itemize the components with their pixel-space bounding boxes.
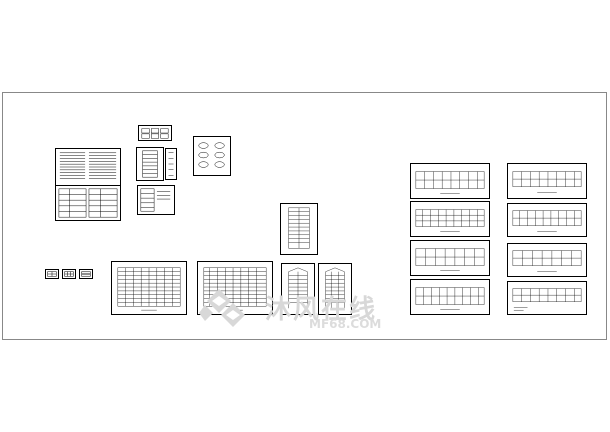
front-elevation-sheet[interactable]	[111, 261, 187, 315]
floor-plan-drawing	[415, 171, 485, 194]
detail-sheet-small-2[interactable]	[165, 148, 177, 180]
small-elevation	[142, 150, 158, 178]
design-notes-sheet-2[interactable]	[55, 185, 121, 221]
floor-plan-sheet-5[interactable]	[507, 163, 587, 199]
key-plan-1[interactable]	[45, 269, 59, 279]
schedule-sheet[interactable]	[137, 185, 175, 215]
detail-sheet-medium[interactable]	[193, 136, 231, 176]
key-plan-2[interactable]	[62, 269, 76, 279]
schedule-table	[140, 188, 171, 212]
floor-plan-sheet-1[interactable]	[410, 163, 490, 199]
elevation-sheet-small[interactable]	[136, 147, 164, 181]
key-plan-pattern	[64, 271, 74, 277]
front-elevation-drawing	[117, 267, 181, 311]
floor-plan-drawing	[512, 250, 582, 272]
floor-plan-drawing	[512, 210, 582, 232]
floor-plan-sheet-3[interactable]	[410, 240, 490, 276]
key-plan-3[interactable]	[79, 269, 93, 279]
floor-plan-sheet-4[interactable]	[410, 279, 490, 315]
rear-elevation-drawing	[203, 267, 267, 311]
detail-sheet-small-1[interactable]	[138, 125, 172, 141]
floor-plan-sheet-2[interactable]	[410, 201, 490, 237]
key-plan-pattern	[81, 271, 91, 277]
notes-lines	[59, 152, 117, 179]
floor-plan-sheet-7[interactable]	[507, 243, 587, 277]
side-elevation-drawing	[288, 267, 308, 309]
detail-column	[168, 152, 174, 176]
detail-grid	[141, 128, 169, 139]
floor-plan-drawing	[512, 288, 582, 311]
floor-plan-sheet-8[interactable]	[507, 281, 587, 315]
section-sheet-1[interactable]	[280, 203, 318, 255]
rear-elevation-sheet[interactable]	[197, 261, 273, 315]
details-grid	[198, 142, 225, 168]
side-elevation-sheet-2[interactable]	[318, 263, 352, 315]
watermark-domain-text: MF68.COM	[309, 317, 382, 331]
design-notes-sheet-1[interactable]	[55, 148, 121, 186]
key-plan-pattern	[47, 271, 57, 277]
floor-plan-drawing	[415, 209, 485, 232]
side-elevation-drawing	[325, 267, 345, 309]
floor-plan-drawing	[415, 287, 485, 310]
side-elevation-sheet-1[interactable]	[281, 263, 315, 315]
section-drawing	[288, 207, 310, 249]
floor-plan-drawing	[415, 248, 485, 271]
drawing-layout-frame: 沐风在线 MF68.COM	[2, 92, 607, 340]
floor-plan-sheet-6[interactable]	[507, 203, 587, 237]
floor-plan-drawing	[512, 171, 582, 193]
notes-table	[58, 188, 118, 218]
